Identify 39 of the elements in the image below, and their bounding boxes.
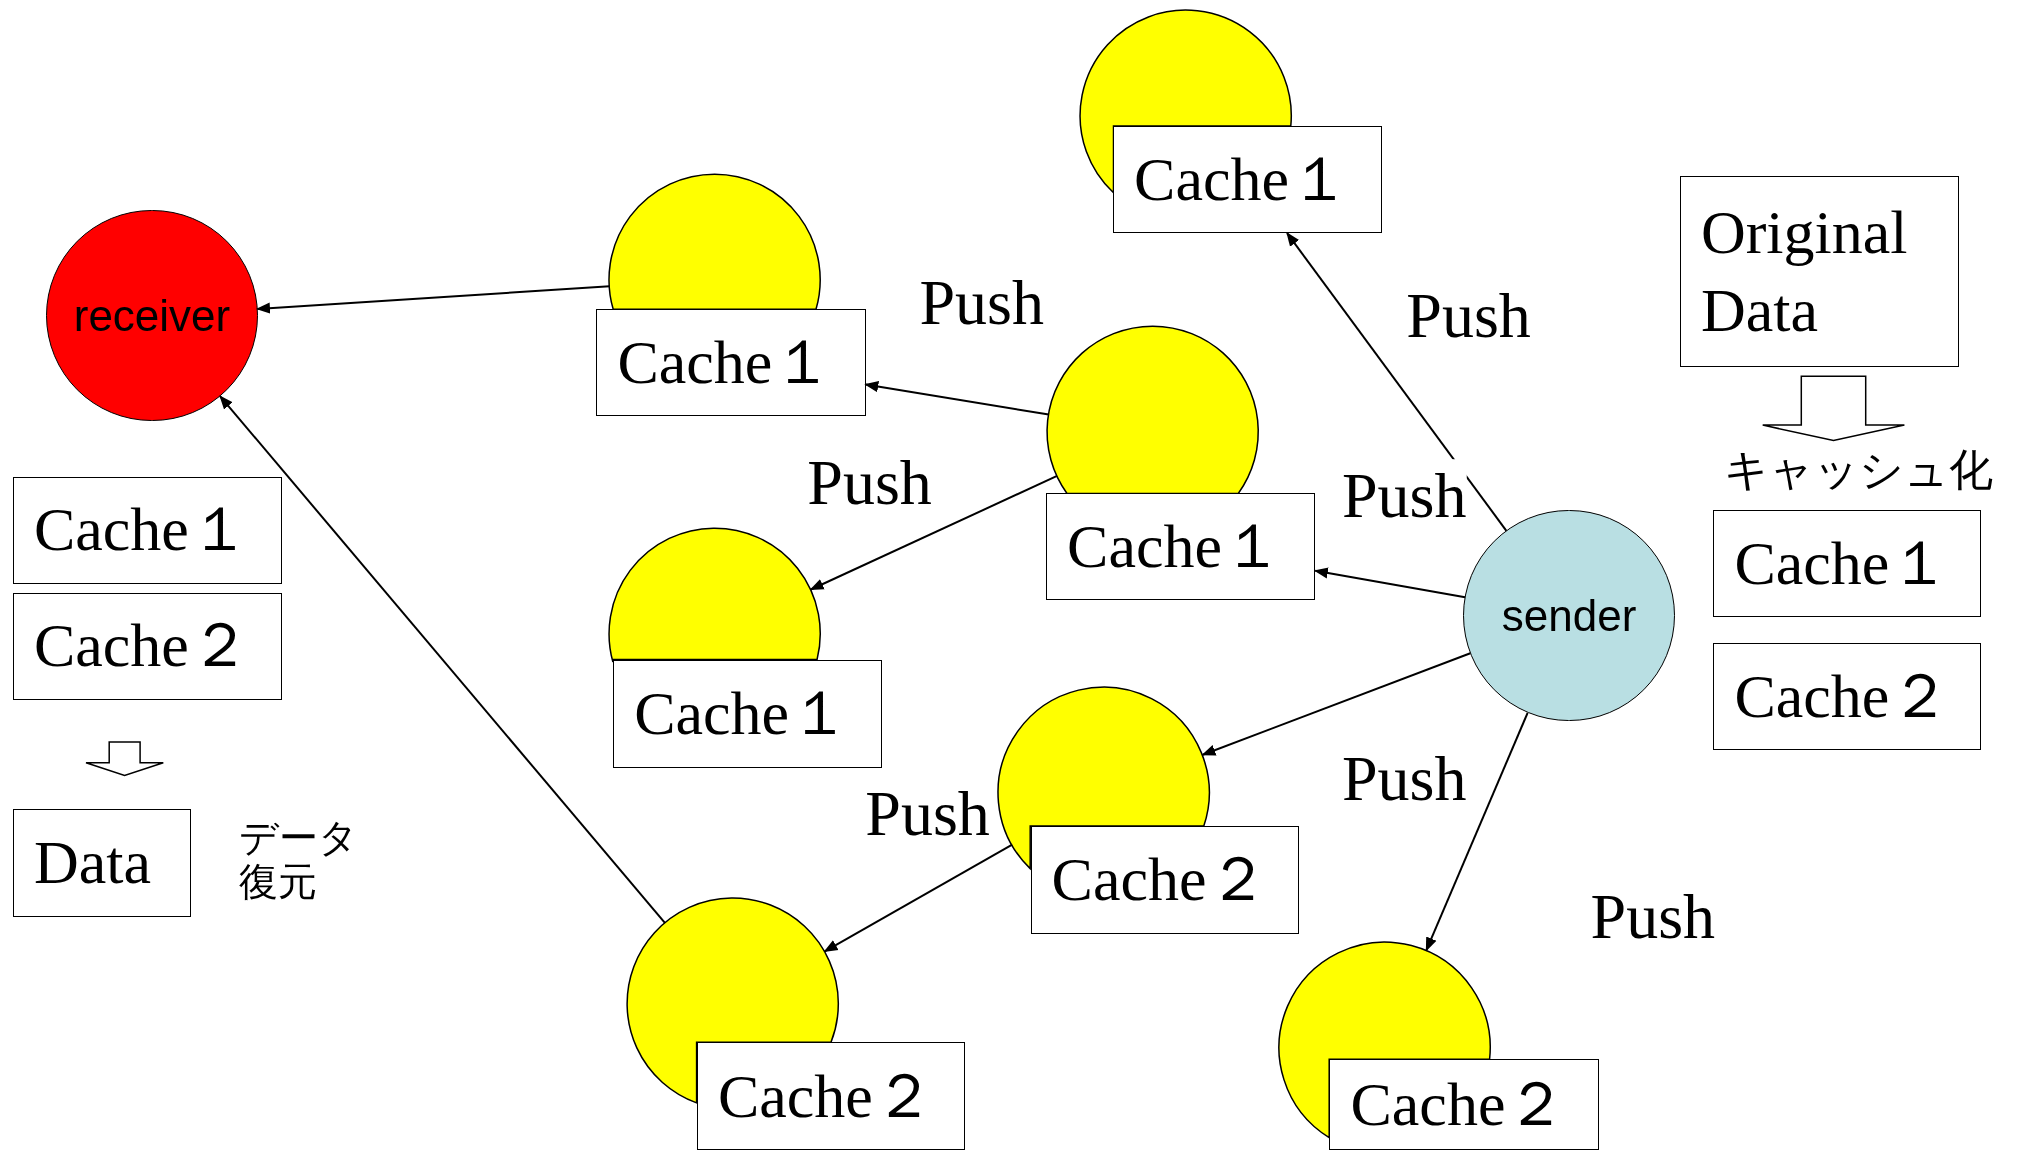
- box-label: Cache１: [1734, 527, 1952, 599]
- arrow: [1201, 652, 1472, 756]
- cache-box: [1046, 493, 1316, 601]
- cache-box: [596, 309, 866, 417]
- cache-box: [613, 659, 883, 768]
- node-label: sender: [1501, 590, 1637, 641]
- block-arrow: [85, 741, 165, 777]
- arrow: [219, 395, 666, 924]
- node-label: receiver: [73, 290, 231, 341]
- box-label: Cache２: [1734, 660, 1952, 732]
- box-label: Cache２: [1051, 844, 1269, 916]
- arrow: [809, 474, 1059, 591]
- cache-box: [12, 809, 191, 918]
- cache-box: [1679, 176, 1960, 368]
- box-label: Cache１: [634, 677, 852, 749]
- box-label: Original Data: [1700, 197, 1909, 346]
- box-label: Cache１: [617, 326, 835, 398]
- arrow: [256, 285, 611, 314]
- box-label: Cache２: [717, 1060, 935, 1132]
- block-arrow: [1761, 375, 1906, 442]
- cache-box: [1030, 825, 1299, 934]
- arrow: [1286, 232, 1508, 532]
- cache-box: [1329, 1058, 1599, 1150]
- cache-box: [12, 476, 283, 584]
- arrow: [823, 843, 1014, 953]
- arrow: [1313, 567, 1467, 599]
- box-label: Cache２: [33, 610, 251, 682]
- arrow: [864, 381, 1050, 416]
- cache-box: [1113, 126, 1383, 234]
- box-label: Cache１: [1067, 511, 1284, 583]
- cache-box: [696, 1042, 965, 1150]
- box-label: Cache１: [33, 494, 251, 566]
- cache-box: [12, 592, 283, 700]
- cache-box: [1713, 642, 1982, 750]
- box-label: Cache１: [1134, 143, 1351, 215]
- arrow: [1425, 711, 1529, 952]
- box-label: Cache２: [1350, 1068, 1568, 1140]
- box-label: Data: [33, 827, 151, 899]
- cache-box: [1713, 510, 1982, 618]
